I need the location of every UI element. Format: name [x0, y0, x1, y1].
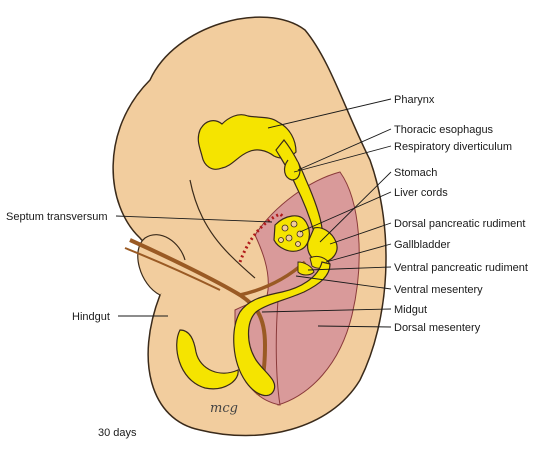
artist-signature: mcg [210, 401, 238, 416]
label-thoracic-esophagus: Thoracic esophagus [394, 124, 494, 136]
leader-lines [115, 98, 392, 328]
midgut-hindgut-shape [233, 261, 331, 397]
respiratory-diverticulum-shape [283, 159, 301, 181]
age-caption: 30 days [98, 427, 137, 439]
label-liver-cords: Liver cords [394, 187, 448, 199]
label-ventral-mesentery: Ventral mesentery [394, 284, 483, 296]
head-fold [189, 179, 256, 279]
label-stomach: Stomach [394, 167, 437, 179]
liver-cords-holes [278, 220, 304, 247]
label-pharynx: Pharynx [394, 94, 435, 106]
label-respiratory-diverticulum: Respiratory diverticulum [394, 141, 512, 153]
label-dorsal-pancreatic-rudiment: Dorsal pancreatic rudiment [394, 218, 525, 230]
ventral-pancreas-shape [297, 261, 315, 276]
label-ventral-pancreatic-rudiment: Ventral pancreatic rudiment [394, 262, 528, 274]
label-septum-transversum: Septum transversum [6, 211, 107, 223]
label-midgut: Midgut [394, 304, 427, 316]
label-dorsal-mesentery: Dorsal mesentery [394, 322, 481, 334]
liver-cords-shape [273, 215, 310, 252]
label-gallbladder: Gallbladder [394, 239, 451, 251]
mesentery-tail [124, 247, 221, 291]
label-hindgut: Hindgut [72, 311, 110, 323]
hindgut-loop [176, 329, 239, 390]
stomach-shape [307, 227, 338, 263]
